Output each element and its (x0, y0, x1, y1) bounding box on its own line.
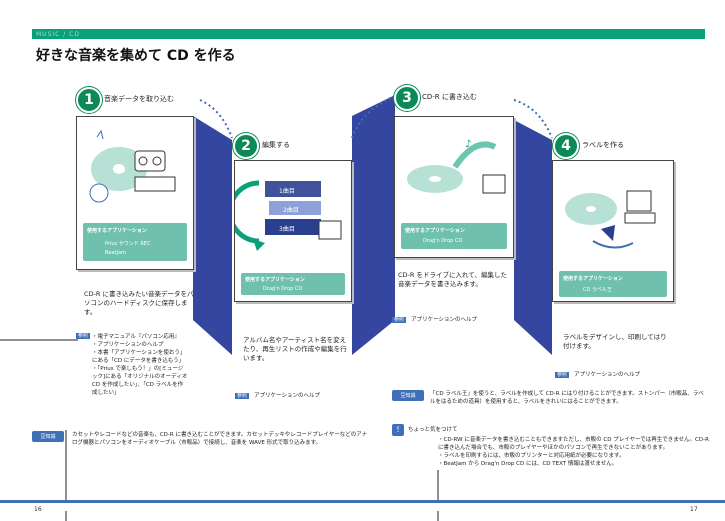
reference-badge: 参照 (76, 333, 91, 339)
caution-list: ・CD-RW に音楽データを書き込むこともできますただし、市販の CD プレイヤ… (438, 436, 710, 468)
app-name: CD ラベル王 (583, 287, 612, 293)
step-3-help: 参照 アプリケーションのヘルプ (392, 306, 477, 325)
step-3-badge: 3 (394, 85, 420, 111)
section-tag: MUSIC / CD (36, 31, 80, 38)
step-4-app-box: 使用するアプリケーション CD ラベル王 (559, 271, 667, 297)
step-4-description: ラベルをデザインし、印刷してはり付けます。 (563, 333, 667, 350)
app-name: Drag'n Drop CD (263, 286, 303, 292)
tips-icon: 豆知識 (32, 431, 64, 442)
step-2-app-box: 使用するアプリケーション Drag'n Drop CD (241, 273, 345, 295)
step-2-label: 編集する (262, 141, 290, 149)
app-box-title: 使用するアプリケーション (87, 228, 147, 234)
svg-text:♪: ♪ (465, 139, 471, 150)
label-note: 「CD ラベル王」を使うと、ラベルを作成して CD-R にはり付けることができま… (430, 391, 704, 405)
reference-item: ・アプリケーションのヘルプ (92, 342, 164, 348)
page-title: 好きな音楽を集めて CD を作る (36, 48, 236, 64)
reference-badge: 参照 (235, 393, 250, 399)
reference-item: ・本書「アプリケーションを使おう」にある「CD にデータを書き込もう」 (92, 350, 186, 364)
step-2-description: アルバム名やアーティスト名を変えたり、再生リストの作成や編集を行います。 (243, 336, 347, 362)
bottom-left-note: カセットやレコードなどの音楽も、CD-R に書き込むことができます。カセットデッ… (72, 432, 368, 446)
step-1-description: CD-R に書き込みたい音楽データをパソコンのハードディスクに保存します。 (84, 290, 194, 316)
step-3-label: CD-R に書き込む (422, 93, 477, 101)
help-text: アプリケーションのヘルプ (254, 393, 321, 399)
caution-item: ・CD-RW に音楽データを書き込むこともできますただし、市販の CD プレイヤ… (438, 437, 709, 451)
reference-item: ・電子マニュアル『パソコン応用』 (92, 334, 180, 340)
caution-title: ちょっと気をつけて (408, 427, 458, 433)
step-4-help: 参照 アプリケーションのヘルプ (555, 361, 640, 380)
cd-label-illustration (565, 190, 656, 249)
step-1-label: 音楽データを取り込む (104, 95, 174, 103)
caution-icon: ! (392, 424, 404, 436)
footer-bar (0, 500, 725, 511)
reference-badge: 参照 (392, 317, 407, 323)
step-1-references: 参照 ・電子マニュアル『パソコン応用』 ・アプリケーションのヘルプ ・本書「アプ… (76, 322, 188, 397)
step-3-app-box: 使用するアプリケーション Drag'n Drop CD (401, 223, 507, 249)
step-3-description: CD-R をドライブに入れて、編集した音楽データを書き込みます。 (398, 271, 507, 288)
reference-badge: 参照 (555, 372, 570, 378)
step-4-badge: 4 (553, 133, 579, 159)
step-2-badge: 2 (233, 133, 259, 159)
app-box-title: 使用するアプリケーション (405, 228, 465, 234)
help-text: アプリケーションのヘルプ (574, 372, 641, 378)
app-box-title: 使用するアプリケーション (563, 276, 623, 282)
cd-burning-illustration: ♪ (407, 139, 506, 194)
track-item: 2曲目 (283, 207, 299, 214)
step-4-label: ラベルを作る (582, 141, 624, 149)
reference-item: ・「Prius で楽しもう！」の[ミュージック]にある「オリジナルのオーディオ … (92, 366, 188, 396)
cd-music-illustration (89, 129, 176, 203)
app-name: BeatJam (105, 250, 126, 256)
app-name: Drag'n Drop CD (423, 238, 463, 244)
step-2-help: 参照 アプリケーションのヘルプ (235, 382, 320, 401)
app-name: Prius サウンド REC (105, 241, 151, 247)
step-1-card: 使用するアプリケーション Prius サウンド REC BeatJam (76, 116, 194, 270)
playlist-illustration (227, 180, 342, 251)
step-3-card: ♪ 使用するアプリケーション Drag'n Drop CD (394, 116, 514, 258)
track-item: 1曲目 (279, 188, 295, 195)
track-item: 3曲目 (279, 226, 295, 233)
help-text: アプリケーションのヘルプ (411, 317, 478, 323)
step-2-card: 1曲目 2曲目 3曲目 使用するアプリケーション Drag'n Drop CD (227, 160, 352, 302)
page-number-left: 16 (34, 506, 42, 513)
caution-item: ・BeatJam から Drag'n Drop CD には、CD TEXT 情報… (438, 461, 618, 467)
app-box-title: 使用するアプリケーション (245, 277, 305, 283)
caution-item: ・ラベルを印刷するには、市販のプリンターと対応用紙が必要になります。 (438, 453, 625, 459)
tips-icon: 豆知識 (392, 390, 424, 401)
step-4-card: 使用するアプリケーション CD ラベル王 (552, 160, 674, 302)
header-band (32, 29, 705, 39)
step-1-app-box: 使用するアプリケーション Prius サウンド REC BeatJam (83, 223, 187, 261)
step-1-badge: 1 (76, 87, 102, 113)
page-number-right: 17 (690, 506, 698, 513)
